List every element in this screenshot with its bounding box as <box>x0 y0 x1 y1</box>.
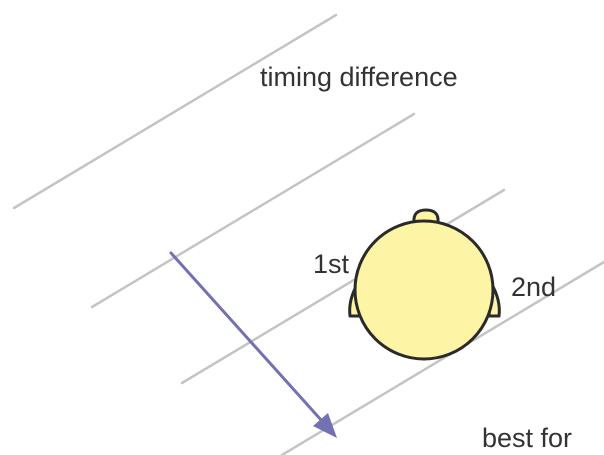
wavefront-line-3 <box>180 188 506 385</box>
wavefronts <box>12 13 604 455</box>
arrow-shaft <box>169 251 324 423</box>
head-circle <box>353 219 495 361</box>
wavefront-line-2 <box>90 112 416 309</box>
wavefront-line-1 <box>12 13 338 210</box>
nose-icon <box>412 208 440 224</box>
caption-label: best for <box>482 423 572 453</box>
title-label: timing difference <box>260 62 458 92</box>
head-icon <box>348 208 501 361</box>
direction-arrow-icon <box>169 251 337 438</box>
wavefront-line-4 <box>280 260 604 455</box>
first-ear-label: 1st <box>313 249 350 279</box>
arrow-head-icon <box>313 413 337 438</box>
second-ear-label: 2nd <box>511 272 556 302</box>
